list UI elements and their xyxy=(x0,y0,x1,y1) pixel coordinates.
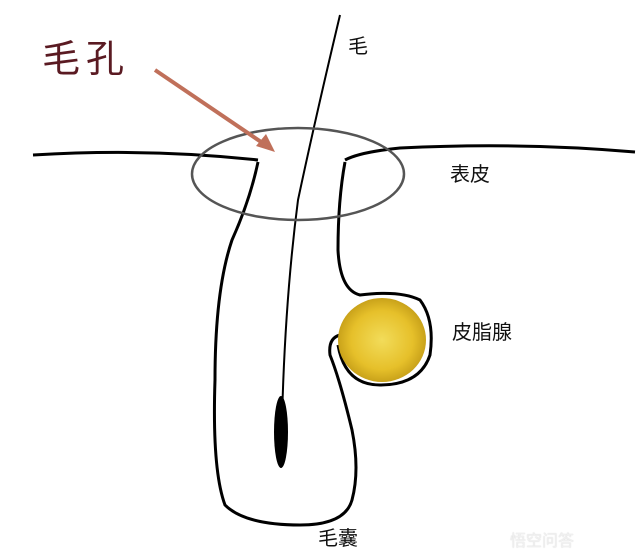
hair-shaft xyxy=(281,14,341,421)
pore-label: 毛孔 xyxy=(42,37,131,81)
pore-circle xyxy=(190,126,406,222)
watermark: 悟空问答 xyxy=(510,531,575,550)
arrow-head xyxy=(256,134,275,152)
skin-surface-right xyxy=(344,144,636,162)
hair-label: 毛 xyxy=(348,34,368,58)
hair-follicle-label: 毛囊 xyxy=(318,526,358,550)
gland-outline xyxy=(336,161,433,387)
sebaceous-gland-label: 皮脂腺 xyxy=(452,320,512,344)
follicle-wall xyxy=(212,161,358,527)
skin-surface-left xyxy=(32,150,259,162)
epidermis-label: 表皮 xyxy=(450,162,490,186)
sebaceous-gland xyxy=(338,298,426,382)
pointer-arrow xyxy=(153,68,272,150)
hair-bulb xyxy=(274,396,288,468)
